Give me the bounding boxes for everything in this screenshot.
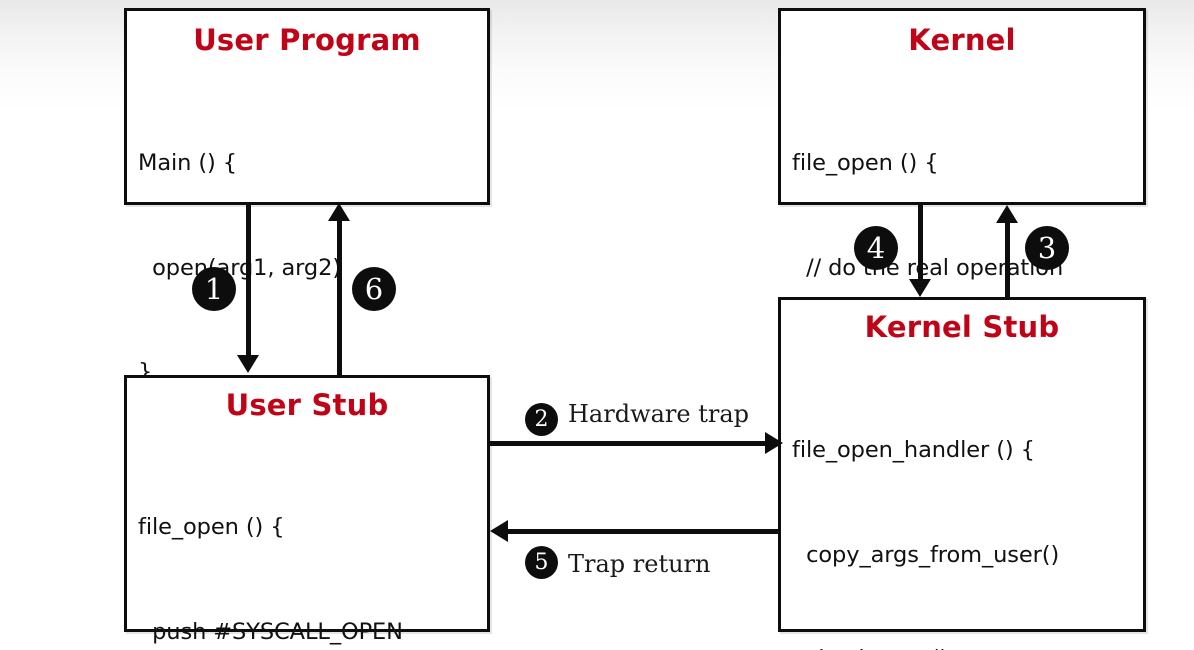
arrow-6-head-icon (328, 203, 350, 221)
arrow-2-label: Hardware trap (568, 400, 750, 428)
box-kernel: Kernel file_open () { // do the real ope… (778, 8, 1146, 385)
arrow-5-head-icon (490, 520, 508, 542)
step-badge-4: 4 (854, 226, 898, 270)
box-kernel-title: Kernel (908, 23, 1016, 57)
code-line: push #SYSCALL_OPEN (138, 618, 403, 645)
box-user-program-title: User Program (193, 23, 421, 57)
arrow-2-line (490, 441, 769, 446)
code-line: Main () { (138, 150, 237, 177)
code-line: file_open () { (138, 514, 285, 541)
step-badge-2: 2 (525, 403, 558, 436)
arrow-3-line (1005, 222, 1010, 297)
code-line: check_args() (792, 642, 1143, 650)
arrow-6-line (337, 220, 342, 375)
code-line: copy_args_from_user() (792, 541, 1060, 568)
box-user-stub-code: file_open () { push #SYSCALL_OPEN trap r… (127, 440, 487, 650)
step-badge-3: 3 (1025, 226, 1069, 270)
arrow-3-head-icon (996, 205, 1018, 223)
code-line: open(arg1, arg2) (138, 254, 341, 281)
box-kernel-stub: Kernel Stub file_open_handler () { copy_… (778, 297, 1146, 650)
box-user-stub: User Stub file_open () { push #SYSCALL_O… (124, 375, 490, 645)
arrow-5-label: Trap return (568, 550, 711, 578)
box-user-program: User Program Main () { open(arg1, arg2) … (124, 8, 490, 385)
box-kernel-stub-title: Kernel Stub (864, 310, 1060, 344)
step-badge-1: 1 (192, 267, 236, 311)
step-badge-5: 5 (525, 546, 558, 579)
arrow-1-line (246, 205, 251, 357)
code-line: file_open_handler () { (792, 437, 1035, 464)
step-badge-6: 6 (352, 267, 396, 311)
code-line: // do the real operation (792, 254, 1064, 281)
arrow-1-head-icon (237, 355, 259, 373)
box-kernel-stub-code: file_open_handler () { copy_args_from_us… (781, 363, 1143, 650)
arrow-4-head-icon (909, 279, 931, 297)
arrow-4-line (918, 205, 923, 281)
box-user-stub-title: User Stub (225, 388, 389, 422)
code-line: file_open () { (792, 150, 939, 177)
arrow-2-head-icon (765, 432, 783, 454)
arrow-5-line (508, 529, 778, 534)
